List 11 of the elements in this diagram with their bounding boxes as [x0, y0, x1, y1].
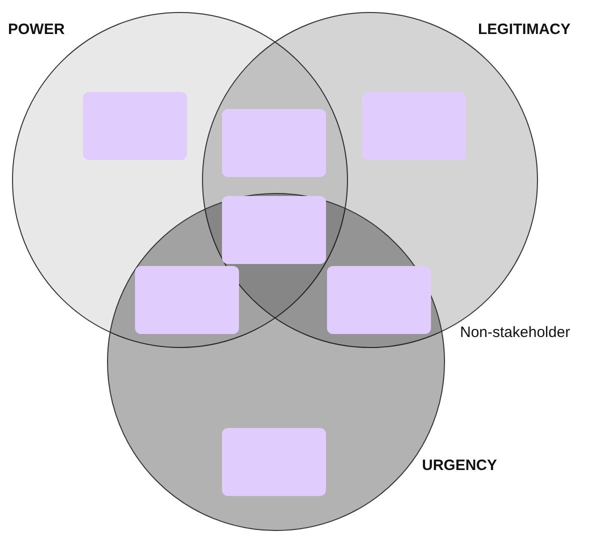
set-label: LEGITIMACY	[478, 21, 570, 39]
set-label: POWER	[8, 21, 65, 39]
empty-box	[222, 196, 326, 264]
region-label: Non-stakeholder	[460, 324, 570, 342]
empty-box	[327, 266, 431, 334]
set-label: URGENCY	[422, 457, 498, 475]
empty-box	[222, 109, 326, 177]
empty-box	[135, 266, 239, 334]
empty-box	[362, 92, 466, 160]
empty-box	[222, 428, 326, 496]
empty-box	[83, 92, 187, 160]
